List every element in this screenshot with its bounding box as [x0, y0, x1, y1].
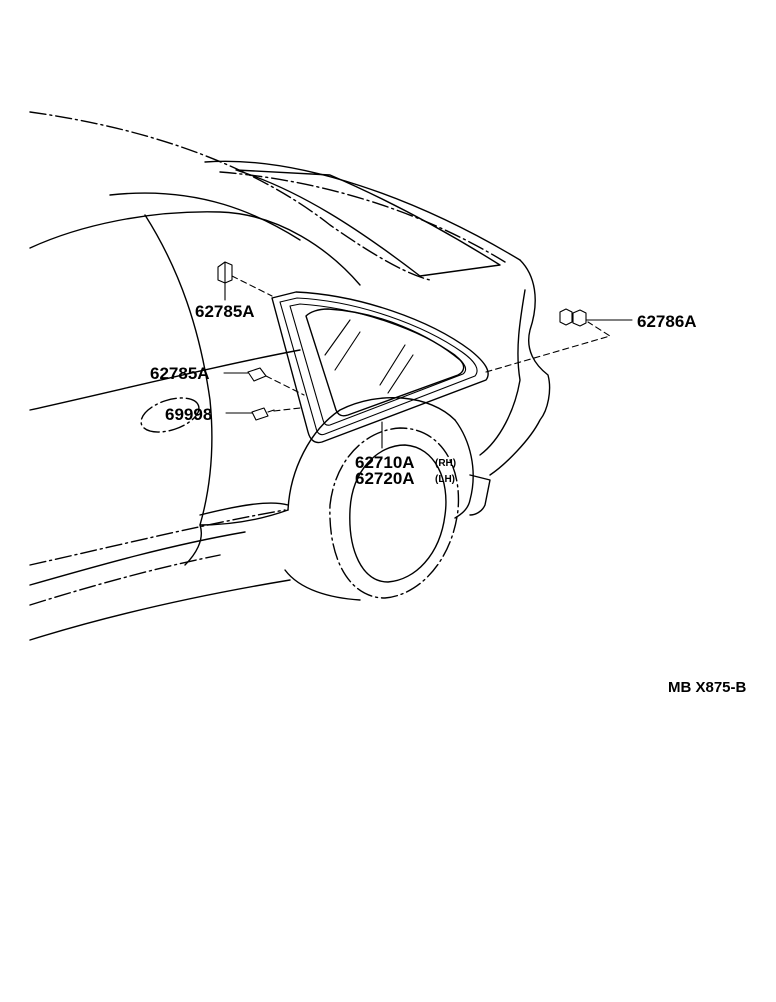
clip-parts	[217, 261, 587, 421]
label-glass-lh: 62720A	[355, 469, 415, 488]
label-clip-upper: 62785A	[195, 302, 255, 321]
label-clip-rear: 62786A	[637, 312, 697, 331]
leader-lines	[223, 275, 633, 449]
fastener-icon	[251, 407, 275, 421]
label-glass-rh: 62710A	[355, 453, 415, 472]
car-body-outline	[29, 111, 551, 641]
label-glass-lh-side: (LH)	[435, 474, 455, 485]
diagram-code: MB X875-B	[668, 679, 747, 696]
clip-upper-icon	[217, 261, 233, 284]
label-clip-lower: 62785A	[150, 364, 210, 383]
label-glass-rh-side: (RH)	[435, 458, 456, 469]
quarter-window-glass	[271, 291, 489, 444]
label-fastener: 69998	[165, 405, 212, 424]
clip-lower-icon	[247, 367, 267, 382]
clip-rear-icon	[559, 308, 587, 327]
